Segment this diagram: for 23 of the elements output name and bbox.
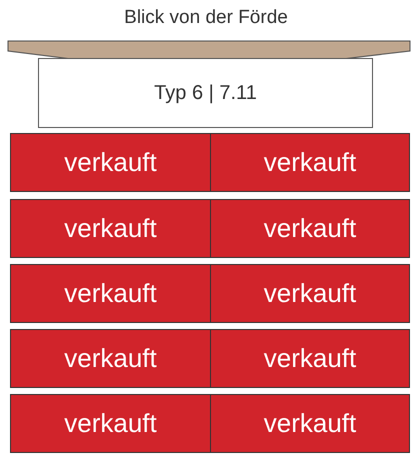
sold-unit-box — [10, 394, 211, 453]
status-label: verkauft — [64, 277, 157, 310]
status-label: verkauft — [64, 212, 157, 245]
sold-unit-box — [10, 133, 211, 192]
sold-unit-box — [210, 394, 410, 453]
sold-unit-box — [10, 264, 211, 323]
sold-unit-box — [10, 329, 211, 388]
status-label: verkauft — [64, 342, 157, 375]
status-label: verkauft — [264, 277, 356, 310]
view-title: Blick von der Förde — [124, 6, 288, 30]
sold-unit-box — [210, 133, 410, 192]
house-type-box — [38, 58, 373, 128]
status-label: verkauft — [264, 342, 356, 375]
status-label: verkauft — [264, 146, 356, 179]
status-label: verkauft — [64, 407, 157, 440]
house-type-label: Typ 6 | 7.11 — [154, 81, 257, 106]
sold-unit-box — [210, 264, 410, 323]
status-label: verkauft — [64, 146, 157, 179]
sold-unit-box — [210, 329, 410, 388]
status-label: verkauft — [264, 407, 356, 440]
sold-unit-box — [210, 199, 410, 258]
status-label: verkauft — [264, 212, 356, 245]
sold-unit-box — [10, 199, 211, 258]
